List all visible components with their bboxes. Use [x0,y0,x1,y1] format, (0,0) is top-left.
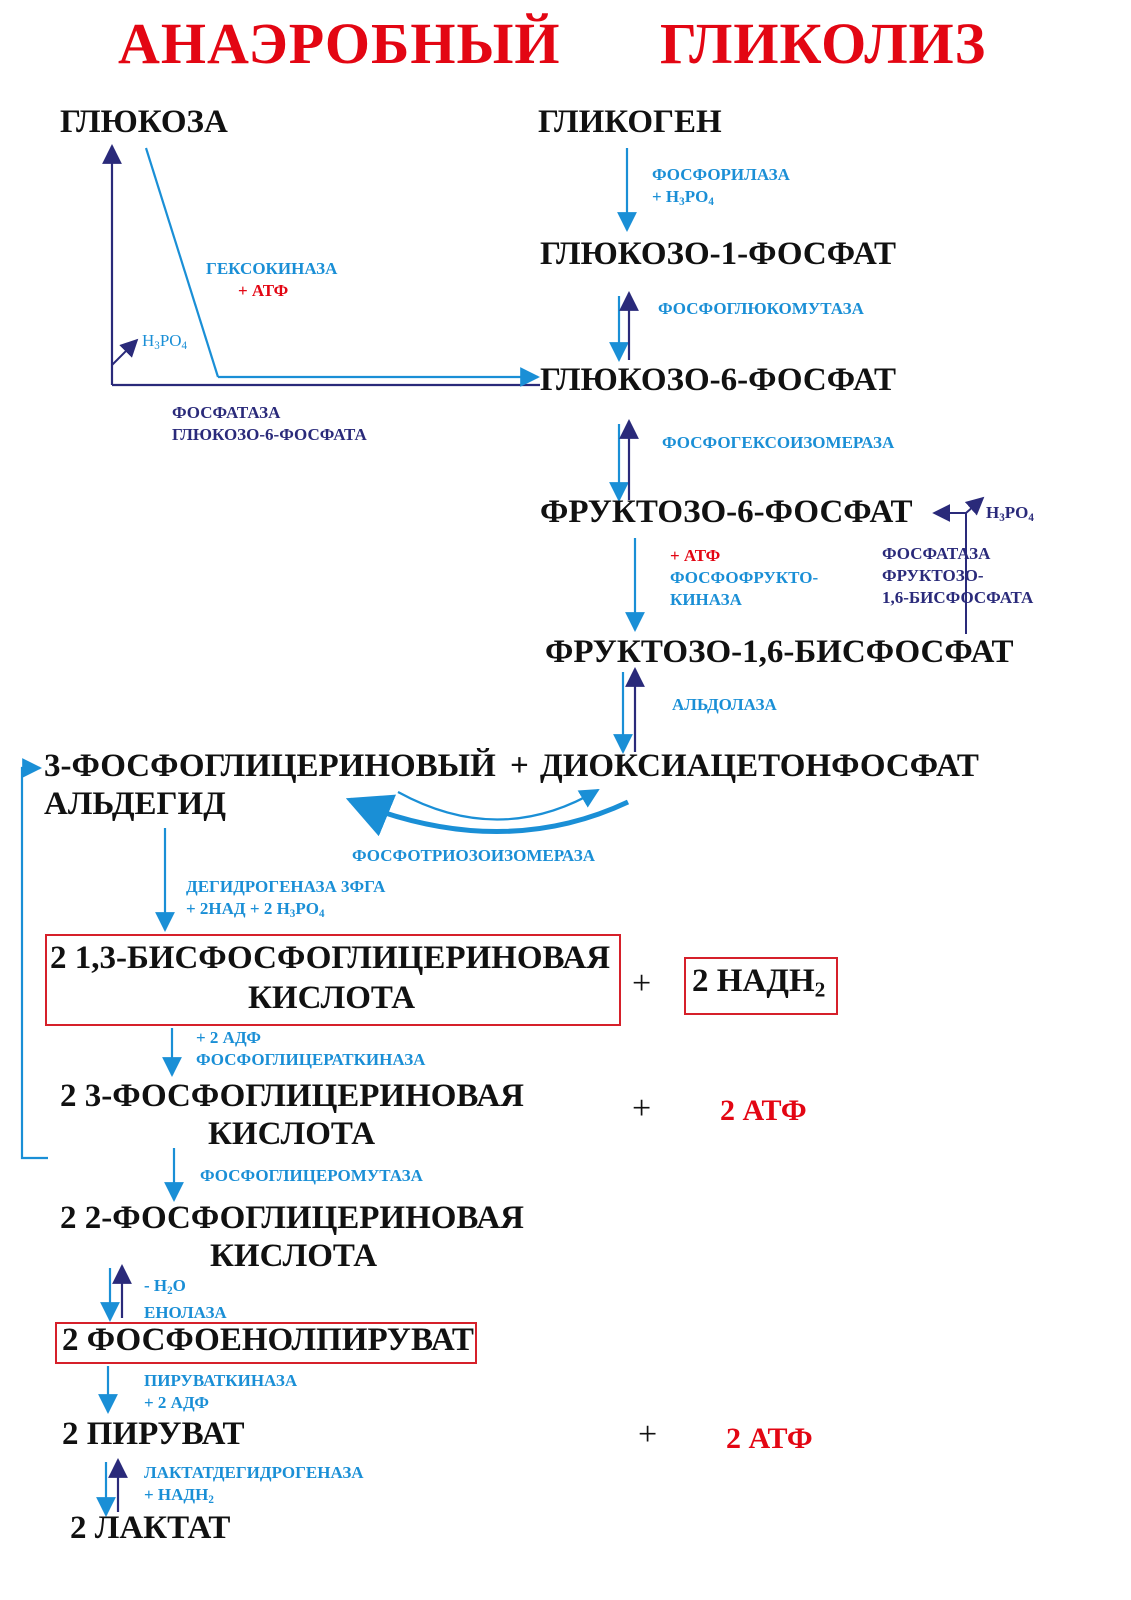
enzyme-aldolase: АЛЬДОЛАЗА [672,695,777,714]
enzyme-phosphoglucomutase: ФОСФОГЛЮКОМУТАЗА [658,299,864,318]
metabolite-3pg-line2: КИСЛОТА [208,1116,376,1152]
plus-nadh: + [632,965,652,1002]
loop-line [20,758,48,1160]
tpi-arrow-thick [345,794,630,837]
metabolite-2pg-line2: КИСЛОТА [210,1238,378,1274]
enzyme-pgk: + 2 АДФ ФОСФОГЛИЦЕРАТКИНАЗА [196,1028,426,1069]
metabolite-pep: 2 ФОСФОЕНОЛПИРУВАТ [62,1322,474,1358]
metabolite-glycogen: ГЛИКОГЕН [538,104,722,140]
metabolite-2pg-line1: 2 2-ФОСФОГЛИЦЕРИНОВАЯ [60,1200,525,1236]
enzyme-phosphorylase: ФОСФОРИЛАЗА + H3PO4 [652,165,790,208]
enzyme-hexokinase: ГЕКСОКИНАЗА [206,259,338,278]
plus-dhap: + [510,748,529,784]
tpi-arrow-thin [397,788,600,821]
h3po4-release-arrow [111,338,139,366]
metabolite-3pg-line1: 2 3-ФОСФОГЛИЦЕРИНОВАЯ [60,1078,525,1114]
box-bpg [45,934,621,1026]
metabolite-lactate: 2 ЛАКТАТ [70,1510,231,1546]
hexokinase-line [144,147,220,378]
product-nadh: 2 НАДН2 [692,963,826,1002]
enzyme-triose-phosphate-isomerase: ФОСФОТРИОЗОИЗОМЕРАЗА [352,846,596,865]
box-pep [55,1322,477,1364]
h3po4-fbpase-label: H3PO4 [986,503,1034,524]
metabolite-gap-line2: АЛЬДЕГИД [44,786,226,822]
enzyme-ldh: ЛАКТАТДЕГИДРОГЕНАЗА + НАДН2 [144,1463,364,1506]
enzyme-pyruvate-kinase: ПИРУВАТКИНАЗА + 2 АДФ [144,1371,298,1412]
plus-atp2: + [638,1416,658,1453]
enzyme-phosphoglyceromutase: ФОСФОГЛИЦЕРОМУТАЗА [200,1166,423,1185]
enzyme-enolase: - H2O ЕНОЛАЗА [144,1276,227,1322]
box-nadh [684,957,838,1015]
metabolite-gap-line1: 3-ФОСФОГЛИЦЕРИНОВЫЙ [44,748,496,784]
fbpase-h3po4-arrow [964,496,985,516]
enzyme-fbpase: ФОСФАТАЗА ФРУКТОЗО- 1,6-БИСФОСФАТА [882,544,1034,607]
plus-atp1: + [632,1090,652,1127]
metabolite-glucose: ГЛЮКОЗА [60,104,228,140]
cofactor-hexokinase-atp: + АТФ [238,281,289,300]
product-atp2: 2 АТФ [726,1422,813,1455]
enzyme-g6pase: ФОСФАТАЗА ГЛЮКОЗО-6-ФОСФАТА [172,403,367,444]
enzyme-gapdh: ДЕГИДРОГЕНАЗА 3ФГА + 2НАД + 2 H3PO4 [186,877,386,920]
title-anaerobic: АНАЭРОБНЫЙ [118,11,561,76]
h3po4-release-label: H3PO4 [142,331,188,352]
metabolite-fructose-6-phosphate: ФРУКТОЗО-6-ФОСФАТ [540,494,913,530]
title-glycolysis: ГЛИКОЛИЗ [660,11,987,76]
enzyme-phosphohexoisomerase: ФОСФОГЕКСОИЗОМЕРАЗА [662,433,895,452]
metabolite-bpg-line2: КИСЛОТА [248,980,416,1016]
product-atp1: 2 АТФ [720,1094,807,1127]
metabolite-glucose-6-phosphate: ГЛЮКОЗО-6-ФОСФАТ [540,362,896,398]
metabolite-dhap: ДИОКСИАЦЕТОНФОСФАТ [540,748,979,784]
metabolite-glucose-1-phosphate: ГЛЮКОЗО-1-ФОСФАТ [540,236,896,272]
enzyme-pfk: + АТФ ФОСФОФРУКТО- КИНАЗА [670,546,819,609]
metabolite-pyruvate: 2 ПИРУВАТ [62,1416,245,1452]
metabolite-fructose-1-6-bisphosphate: ФРУКТОЗО-1,6-БИСФОСФАТ [545,634,1014,670]
metabolite-bpg-line1: 2 1,3-БИСФОСФОГЛИЦЕРИНОВАЯ [50,940,611,976]
